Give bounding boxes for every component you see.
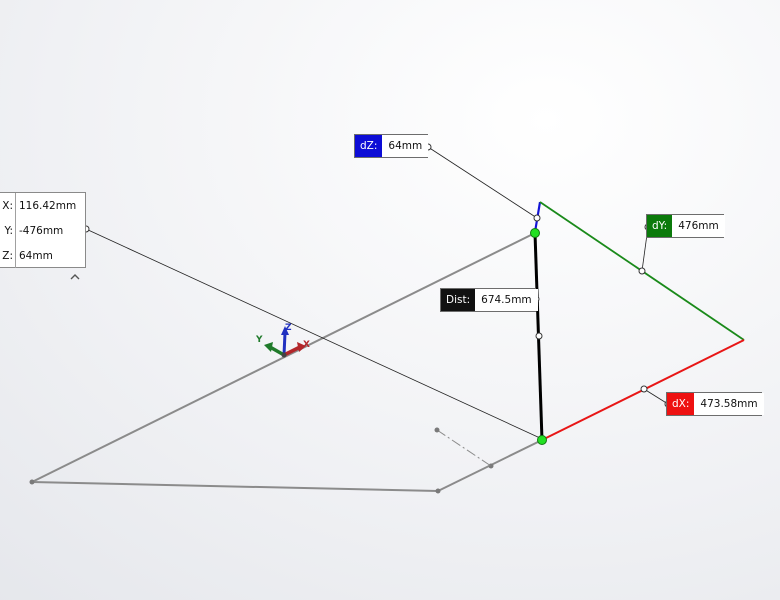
distance-tag: Dist: [441, 289, 476, 311]
dx-callout[interactable]: dX: 473.58mm [666, 392, 764, 416]
distance-value: 674.5mm [475, 289, 538, 311]
coordinate-row-z: Z: 64mm [0, 243, 85, 268]
dy-value: 476mm [672, 215, 725, 237]
distance-callout[interactable]: Dist: 674.5mm [440, 288, 538, 312]
plane-corner-point[interactable] [435, 488, 441, 494]
dx-tag: dX: [667, 393, 695, 415]
leader-handle[interactable] [638, 267, 646, 275]
dx-value: 473.58mm [694, 393, 764, 415]
leader-handle[interactable] [535, 332, 543, 340]
origin-triad-icon [264, 326, 306, 358]
z-axis-label: Z [285, 323, 292, 333]
dz-tag: dZ: [355, 135, 383, 157]
coordinate-value: -476mm [19, 224, 64, 237]
leader-handle[interactable] [640, 385, 648, 393]
x-axis-label: X [303, 340, 310, 350]
coordinate-row-x: X: 116.42mm [0, 193, 85, 218]
coordinate-value: 64mm [19, 249, 53, 262]
coordinate-row-y: Y: -476mm [0, 218, 85, 243]
coordinate-label: Z: [0, 243, 16, 268]
plane-corner-point[interactable] [29, 479, 35, 485]
coordinate-readout[interactable]: X: 116.42mm Y: -476mm Z: 64mm [0, 192, 86, 268]
construction-endpoint[interactable] [434, 427, 440, 433]
dy-tag: dY: [647, 215, 673, 237]
coordinate-value: 116.42mm [19, 199, 77, 212]
leader-dx [643, 388, 669, 405]
construction-line [436, 429, 492, 467]
selected-point-bottom[interactable] [537, 435, 547, 445]
plane-edge-left [31, 481, 439, 492]
dz-value: 64mm [382, 135, 429, 157]
coordinate-label: X: [0, 193, 16, 218]
leader-handle[interactable] [533, 214, 541, 222]
chevron-up-icon[interactable] [69, 272, 81, 282]
dz-callout[interactable]: dZ: 64mm [354, 134, 429, 158]
dy-callout[interactable]: dY: 476mm [646, 214, 725, 238]
y-axis-label: Y [256, 335, 263, 345]
selected-point-top[interactable] [530, 228, 540, 238]
leader-xyz [85, 228, 541, 439]
plane-edge-back [31, 232, 536, 483]
coordinate-label: Y: [0, 218, 16, 243]
leader-dz [427, 146, 538, 219]
